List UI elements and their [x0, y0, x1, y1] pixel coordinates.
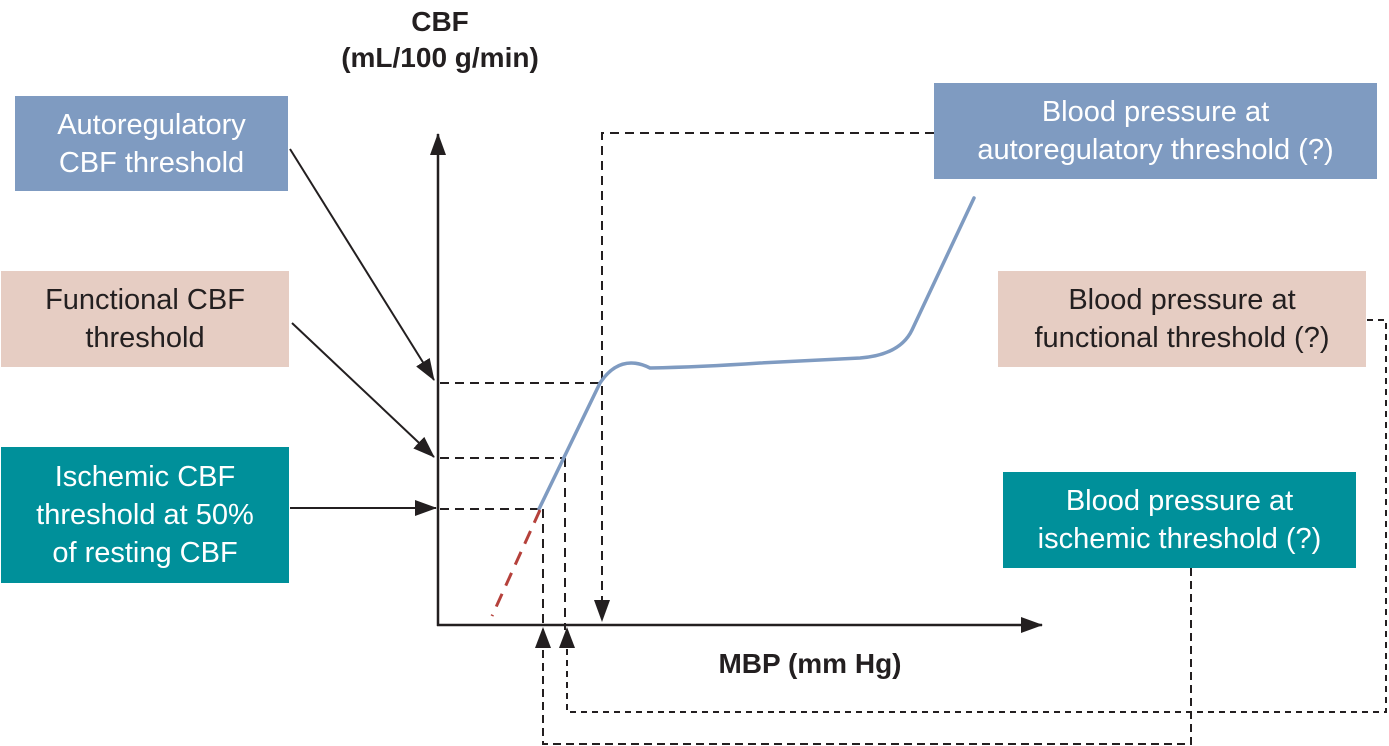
ischemic-connector — [542, 568, 1192, 745]
functional-connector — [566, 319, 1387, 713]
ischemic-cbf-threshold-box: Ischemic CBF threshold at 50% of resting… — [1, 447, 289, 583]
autoregulatory-connector — [601, 132, 934, 612]
ischemic-arrowhead — [535, 627, 551, 648]
functional-pointer-arrow — [291, 322, 435, 458]
autoregulatory-cbf-threshold-box: Autoregulatory CBF threshold — [15, 96, 288, 191]
bp-ischemic-threshold-box: Blood pressure at ischemic threshold (?) — [1003, 472, 1356, 568]
autoregulatory-pointer-arrow — [289, 148, 435, 381]
cbf-extrapolation-line — [490, 509, 542, 617]
functional-arrowhead — [559, 627, 575, 648]
autoregulatory-arrowhead — [594, 600, 610, 622]
bp-functional-threshold-box: Blood pressure at functional threshold (… — [998, 271, 1366, 367]
x-axis-title: MBP (mm Hg) — [718, 648, 902, 679]
y-axis-title: CBF (mL/100 g/min) — [341, 6, 539, 73]
cbf-autoregulation-curve — [537, 196, 976, 511]
functional-cbf-threshold-box: Functional CBF threshold — [1, 271, 289, 367]
bp-autoregulatory-threshold-box: Blood pressure at autoregulatory thresho… — [934, 83, 1377, 179]
